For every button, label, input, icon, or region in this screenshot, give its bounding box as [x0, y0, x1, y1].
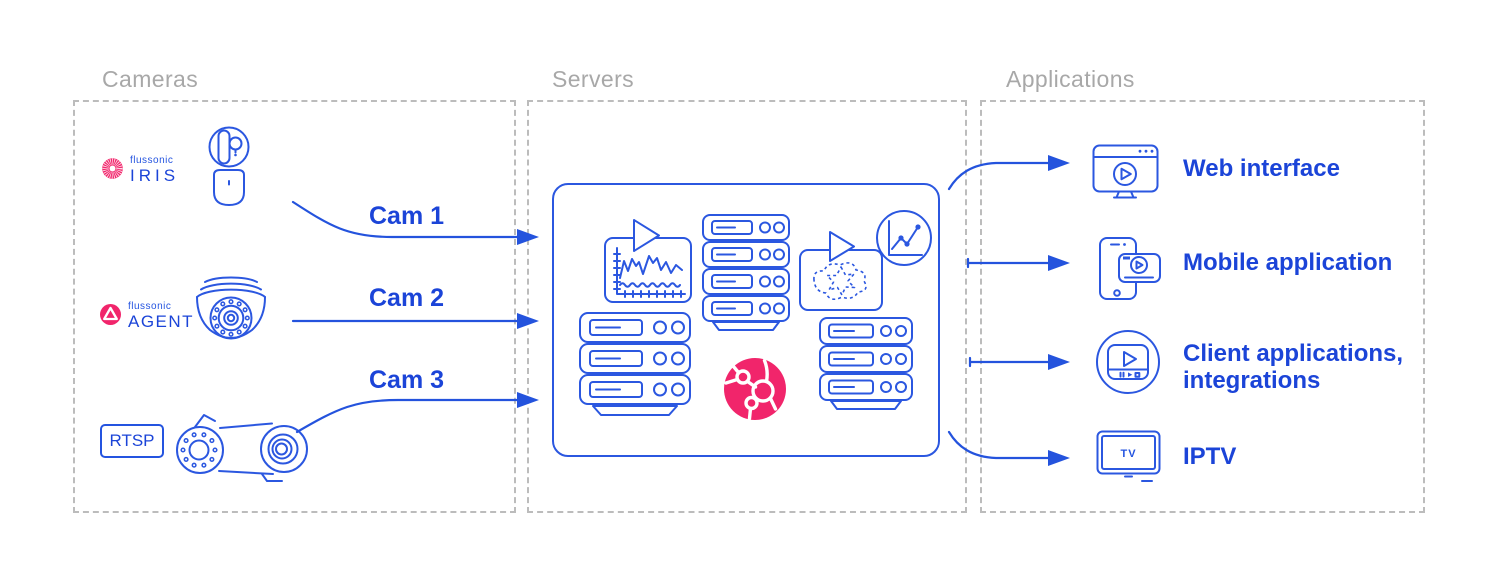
cam3-label: Cam 3 — [369, 366, 445, 394]
arrow-to-mobile-application — [966, 255, 1070, 271]
flussonic-logo — [724, 358, 786, 421]
app-label-client-applications: Client applications, integrations — [1183, 340, 1403, 394]
web-interface-icon — [1092, 144, 1159, 199]
rtsp-label-box: RTSP — [100, 424, 164, 458]
agent-brand-text: flussonic — [128, 301, 172, 312]
applications-section-title: Applications — [1006, 66, 1135, 92]
mobile-application-icon — [1099, 237, 1161, 300]
app-label-iptv: IPTV — [1183, 443, 1237, 470]
servers-section-box — [527, 100, 967, 513]
iptv-tv-icon: TV — [1096, 430, 1161, 482]
agent-product-text: AGENT — [128, 312, 195, 331]
rtsp-label: RTSP — [109, 431, 155, 450]
motion-detection-icon — [799, 231, 883, 311]
servers-section-title: Servers — [552, 66, 635, 92]
app-label-web-interface: Web interface — [1183, 155, 1340, 182]
client-applications-icon — [1096, 330, 1160, 394]
iris-product-text: IRIS — [130, 166, 180, 185]
bullet-camera-icon — [176, 414, 308, 482]
arrow-cam2 — [291, 313, 539, 329]
iris-brand-text: flussonic — [130, 155, 174, 166]
server-rack-right-icon — [819, 317, 913, 410]
arrow-to-iptv — [947, 430, 1070, 466]
arrow-cam3 — [295, 392, 539, 434]
client-applications-line1: Client applications, — [1183, 340, 1404, 367]
dome-camera-icon — [196, 276, 266, 340]
arrow-to-client-applications — [968, 354, 1070, 370]
video-analytics-chart-icon — [604, 219, 692, 303]
cam1-label: Cam 1 — [369, 202, 445, 230]
server-rack-middle-icon — [702, 214, 790, 331]
agent-triangle-icon — [100, 304, 121, 325]
statistics-trend-icon — [876, 210, 932, 266]
iris-burst-icon — [102, 158, 123, 179]
arrow-to-web-interface — [947, 155, 1070, 191]
applications-section-box — [980, 100, 1425, 513]
cameras-section-box — [73, 100, 516, 513]
cameras-section-title: Cameras — [102, 66, 199, 92]
app-label-mobile-application: Mobile application — [1183, 249, 1393, 276]
flussonic-iris-logo: flussonic IRIS — [101, 155, 179, 185]
client-applications-line2: integrations — [1183, 367, 1321, 394]
server-rack-left-icon — [579, 312, 691, 416]
tv-screen-label: TV — [1120, 448, 1136, 460]
arrow-cam1 — [291, 200, 539, 245]
cam2-label: Cam 2 — [369, 284, 445, 312]
ptz-camera-icon — [208, 126, 250, 206]
flussonic-agent-logo: flussonic AGENT — [99, 301, 194, 331]
